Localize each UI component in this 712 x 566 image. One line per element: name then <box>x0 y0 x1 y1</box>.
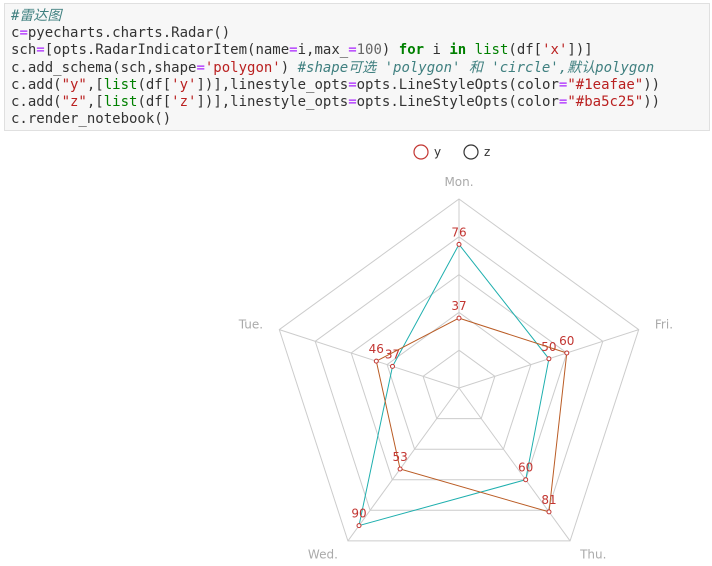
code-token: = <box>196 59 205 76</box>
code-token: opts.LineStyleOpts(color <box>356 76 559 93</box>
code-token: sch <box>11 42 37 59</box>
code-line: c.render_notebook() <box>11 111 709 128</box>
radar-grid-ring <box>422 349 496 420</box>
code-line: sch=[opts.RadarIndicatorItem(name=i,max_… <box>11 42 709 59</box>
code-token: #雷达图 <box>11 8 62 24</box>
code-line: c.add("z",[list(df['z'])],linestyle_opts… <box>11 94 709 111</box>
series-z-data-label: 46 <box>369 342 384 356</box>
code-line: c.add_schema(sch,shape='polygon') #shape… <box>11 60 709 77</box>
code-token: (df[ <box>508 42 543 59</box>
code-line: c.add("y",[list(df['y'])],linestyle_opts… <box>11 77 709 94</box>
code-token: 'x' <box>542 42 568 59</box>
series-y-point <box>523 477 529 483</box>
legend-label: z <box>484 145 490 159</box>
code-token: "y" <box>61 76 87 93</box>
series-y-data-label: 76 <box>451 225 466 239</box>
code-token: = <box>348 76 357 93</box>
series-y-data-label: 60 <box>518 461 533 475</box>
legend-label: y <box>434 145 441 159</box>
code-token: "#ba5c25" <box>567 93 644 110</box>
indicator-label-mon: Mon. <box>444 175 473 189</box>
code-token: for <box>398 42 425 59</box>
code-token: 100 <box>356 42 382 59</box>
radar-grid-ring <box>386 311 532 450</box>
code-token: c.add_schema(sch,shape <box>11 59 197 76</box>
code-token: ])] <box>567 42 593 59</box>
code-token: list <box>474 42 509 59</box>
series-y-point <box>356 523 362 529</box>
code-token: "#1eafae" <box>567 76 644 93</box>
series-z-data-label: 60 <box>559 334 574 348</box>
code-token: c <box>11 25 20 42</box>
code-token: 'y' <box>171 76 197 93</box>
indicator-label-wed: Wed. <box>308 548 338 562</box>
radar-axis-line <box>458 387 571 542</box>
series-y-line <box>358 243 550 527</box>
radar-axis-line <box>347 387 460 542</box>
code-token: c.add( <box>11 76 62 93</box>
legend-marker-icon <box>463 144 479 160</box>
legend-marker-icon <box>413 144 429 160</box>
code-token: = <box>558 76 568 93</box>
code-token: [opts.RadarIndicatorItem(name <box>44 42 290 59</box>
series-z-line <box>375 317 568 513</box>
series-y-point <box>456 241 462 247</box>
code-token: (df[ <box>137 76 172 93</box>
code-token: in <box>449 42 467 59</box>
series-z-point <box>564 350 570 356</box>
series-z-point <box>456 315 462 321</box>
series-z-data-label: 37 <box>451 299 466 313</box>
code-line: c=pyecharts.charts.Radar() <box>11 25 709 42</box>
series-z-point <box>546 509 552 515</box>
series-z-data-label: 53 <box>392 450 407 464</box>
code-token: "z" <box>61 93 87 110</box>
code-token: ,[ <box>86 76 104 93</box>
code-token: c.render_notebook() <box>11 111 172 128</box>
indicator-label-thu: Thu. <box>579 548 606 562</box>
radar-grid-ring <box>350 273 568 481</box>
code-token: ])],linestyle_opts <box>196 93 349 110</box>
code-token: i,max_ <box>297 42 349 59</box>
series-y-point <box>390 363 395 369</box>
code-token: (df[ <box>137 93 172 110</box>
series-y-data-label: 90 <box>351 507 366 521</box>
code-token: = <box>36 42 45 59</box>
legend-item-z[interactable]: z <box>463 144 490 160</box>
radar-axis-line <box>279 329 460 389</box>
indicator-label-tue: Tue. <box>238 317 263 331</box>
code-token: = <box>348 93 357 110</box>
code-token: = <box>289 42 298 59</box>
code-token: list <box>103 76 138 93</box>
code-token: ) <box>280 59 298 76</box>
code-token: c.add( <box>11 93 62 110</box>
code-token: #shape可选 'polygon' 和 'circle',默认polygon <box>297 59 655 76</box>
code-token: ) <box>381 42 399 59</box>
code-token: )) <box>643 93 661 110</box>
code-token: ])],linestyle_opts <box>196 76 349 93</box>
code-token: = <box>348 42 357 59</box>
code-token: opts.LineStyleOpts(color <box>356 93 559 110</box>
code-token: list <box>103 93 138 110</box>
series-y-point <box>546 356 552 362</box>
code-token: i <box>424 42 450 59</box>
series-z-point <box>373 358 379 364</box>
series-z-data-label: 81 <box>541 493 556 507</box>
code-token: = <box>19 25 28 42</box>
code-token: pyecharts.charts.Radar() <box>27 25 231 42</box>
code-token: = <box>558 93 568 110</box>
code-token: ,[ <box>86 93 104 110</box>
radar-grid-ring <box>314 236 604 511</box>
code-token: )) <box>643 76 661 93</box>
code-token: 'z' <box>171 93 197 110</box>
radar-grid-ring <box>278 198 640 542</box>
indicator-label-fri: Fri. <box>655 317 673 331</box>
code-token: 'polygon' <box>204 59 281 76</box>
legend-item-y[interactable]: y <box>413 144 441 160</box>
code-line: #雷达图 <box>11 8 709 25</box>
series-z-point <box>397 466 403 472</box>
